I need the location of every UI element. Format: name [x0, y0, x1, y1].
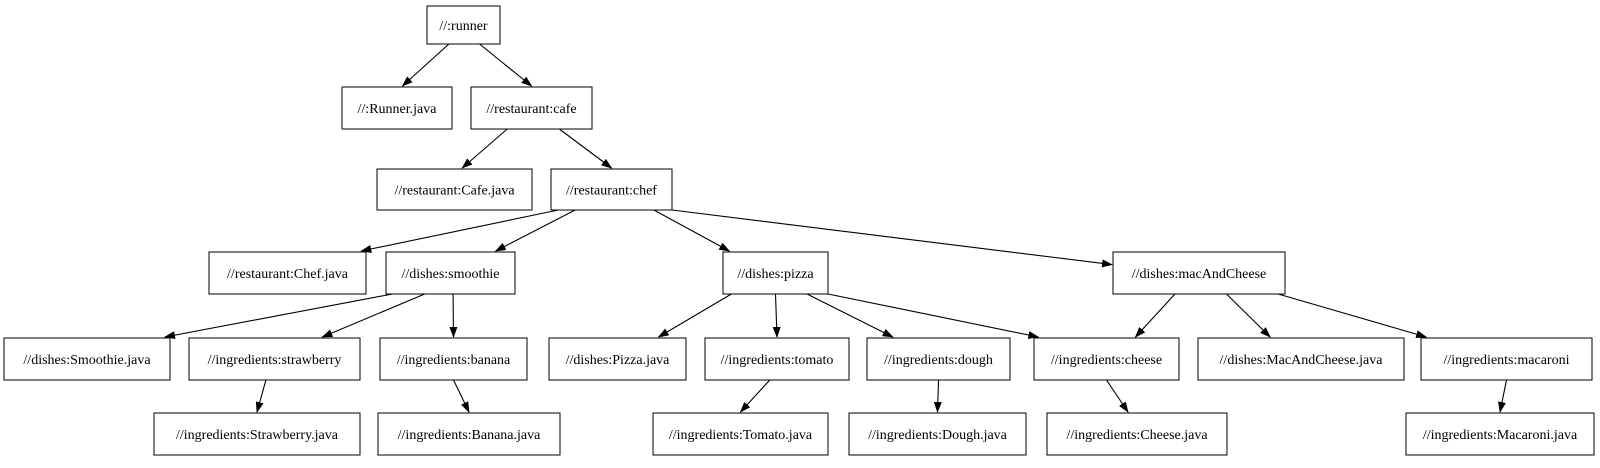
graph-node-box-smoothie [385, 251, 516, 295]
graph-node-label-strawberry: //ingredients:strawberry [208, 353, 342, 368]
graph-node-runner_java: //:Runner.java [341, 86, 453, 130]
graph-node-banana_java: //ingredients:Banana.java [377, 412, 561, 456]
graph-node-macaroni_java: //ingredients:Macaroni.java [1405, 412, 1595, 456]
edge-chef-to-mac_and_cheese [671, 209, 1113, 268]
graph-node-box-banana_java [377, 412, 561, 456]
graph-node-label-chef_java: //restaurant:Chef.java [227, 267, 349, 282]
graph-node-label-cafe_java: //restaurant:Cafe.java [394, 184, 515, 199]
edge-runner-to-runner_java [401, 43, 450, 87]
graph-node-dough_java: //ingredients:Dough.java [848, 412, 1027, 456]
edge-dough-to-dough_java [933, 379, 942, 413]
graph-node-banana: //ingredients:banana [379, 337, 528, 381]
graph-node-label-cafe: //restaurant:cafe [486, 102, 576, 117]
edge-cheese-to-cheese_java [1106, 379, 1129, 413]
edge-strawberry-to-strawberry_java [255, 379, 267, 413]
edge-runner-to-cafe [479, 43, 533, 87]
graph-node-label-chef: //restaurant:chef [566, 184, 657, 199]
graph-node-smoothie_java: //dishes:Smoothie.java [3, 337, 171, 381]
graph-node-chef: //restaurant:chef [550, 168, 673, 211]
graph-node-box-runner_java [341, 86, 453, 130]
graph-node-label-pizza: //dishes:pizza [737, 267, 814, 282]
edge-cafe-to-cafe_java [461, 128, 508, 169]
graph-node-pizza: //dishes:pizza [722, 251, 829, 295]
graph-node-label-banana_java: //ingredients:Banana.java [398, 428, 541, 443]
edge-banana-to-banana_java [453, 379, 470, 413]
graph-node-box-smoothie_java [3, 337, 171, 381]
graph-node-box-strawberry [188, 337, 361, 381]
graph-node-cheese: //ingredients:cheese [1033, 337, 1180, 381]
graph-node-tomato: //ingredients:tomato [704, 337, 850, 381]
graph-node-label-mac_and_cheese_java: //dishes:MacAndCheese.java [1220, 353, 1384, 368]
graph-node-runner: //:runner [426, 5, 501, 45]
graph-node-box-macaroni [1420, 337, 1593, 381]
graph-node-label-smoothie: //dishes:smoothie [402, 267, 500, 282]
edge-chef-to-pizza [653, 209, 731, 252]
graph-node-tomato_java: //ingredients:Tomato.java [652, 412, 829, 456]
graph-node-box-cafe_java [376, 168, 533, 211]
graph-node-cheese_java: //ingredients:Cheese.java [1046, 412, 1228, 456]
edge-pizza-to-cheese [827, 293, 1040, 339]
edge-tomato-to-tomato_java [739, 379, 771, 413]
graph-node-strawberry: //ingredients:strawberry [188, 337, 361, 381]
graph-node-label-dough: //ingredients:dough [884, 353, 993, 368]
edge-chef-to-smoothie [494, 209, 576, 252]
graph-node-box-dough [866, 337, 1011, 381]
edge-mac_and_cheese-to-macaroni [1277, 293, 1428, 339]
edge-cafe-to-chef [559, 128, 613, 169]
graph-node-label-macaroni: //ingredients:macaroni [1444, 353, 1570, 368]
graph-node-macaroni: //ingredients:macaroni [1420, 337, 1593, 381]
graph-node-label-macaroni_java: //ingredients:Macaroni.java [1423, 428, 1578, 443]
graph-node-box-tomato [704, 337, 850, 381]
graph-node-box-runner [426, 5, 501, 45]
graph-node-box-tomato_java [652, 412, 829, 456]
graph-node-chef_java: //restaurant:Chef.java [208, 251, 367, 295]
graph-node-box-mac_and_cheese_java [1197, 337, 1405, 381]
graph-node-label-pizza_java: //dishes:Pizza.java [566, 353, 671, 368]
graph-node-label-cheese_java: //ingredients:Cheese.java [1066, 428, 1208, 443]
graph-node-box-banana [379, 337, 528, 381]
graph-node-label-cheese: //ingredients:cheese [1051, 353, 1162, 368]
graph-node-box-pizza [722, 251, 829, 295]
edge-chef-to-chef_java [360, 209, 559, 253]
graph-node-label-dough_java: //ingredients:Dough.java [868, 428, 1008, 443]
graph-node-label-mac_and_cheese: //dishes:macAndCheese [1132, 267, 1267, 282]
graph-node-box-cheese_java [1046, 412, 1228, 456]
graph-node-label-smoothie_java: //dishes:Smoothie.java [23, 353, 151, 368]
graph-node-label-strawberry_java: //ingredients:Strawberry.java [176, 428, 339, 443]
graph-node-box-pizza_java [548, 337, 687, 381]
edge-pizza-to-pizza_java [657, 293, 732, 338]
graph-node-box-dough_java [848, 412, 1027, 456]
graph-node-label-banana: //ingredients:banana [397, 353, 511, 368]
graph-node-box-macaroni_java [1405, 412, 1595, 456]
edge-mac_and_cheese-to-mac_and_cheese_java [1226, 293, 1271, 338]
edge-pizza-to-tomato [772, 293, 781, 338]
graph-node-smoothie: //dishes:smoothie [385, 251, 516, 295]
edge-pizza-to-dough [806, 293, 894, 338]
graph-node-box-chef [550, 168, 673, 211]
graph-node-mac_and_cheese_java: //dishes:MacAndCheese.java [1197, 337, 1405, 381]
graph-node-box-cheese [1033, 337, 1180, 381]
graph-node-dough: //ingredients:dough [866, 337, 1011, 381]
graph-node-box-cafe [470, 86, 593, 130]
graph-node-mac_and_cheese: //dishes:macAndCheese [1112, 251, 1286, 295]
graph-node-strawberry_java: //ingredients:Strawberry.java [153, 412, 361, 456]
graph-node-cafe_java: //restaurant:Cafe.java [376, 168, 533, 211]
graph-node-cafe: //restaurant:cafe [470, 86, 593, 130]
graph-node-label-runner_java: //:Runner.java [358, 102, 438, 117]
edge-mac_and_cheese-to-cheese [1134, 293, 1176, 338]
graph-node-label-tomato: //ingredients:tomato [721, 353, 834, 368]
graph-node-pizza_java: //dishes:Pizza.java [548, 337, 687, 381]
edge-smoothie-to-smoothie_java [164, 293, 393, 340]
graph-node-box-mac_and_cheese [1112, 251, 1286, 295]
edge-smoothie-to-strawberry [321, 293, 425, 338]
edge-macaroni-to-macaroni_java [1498, 379, 1508, 413]
graph-node-box-strawberry_java [153, 412, 361, 456]
graph-node-label-runner: //:runner [439, 19, 488, 34]
graph-node-box-chef_java [208, 251, 367, 295]
graph-node-label-tomato_java: //ingredients:Tomato.java [669, 428, 813, 443]
